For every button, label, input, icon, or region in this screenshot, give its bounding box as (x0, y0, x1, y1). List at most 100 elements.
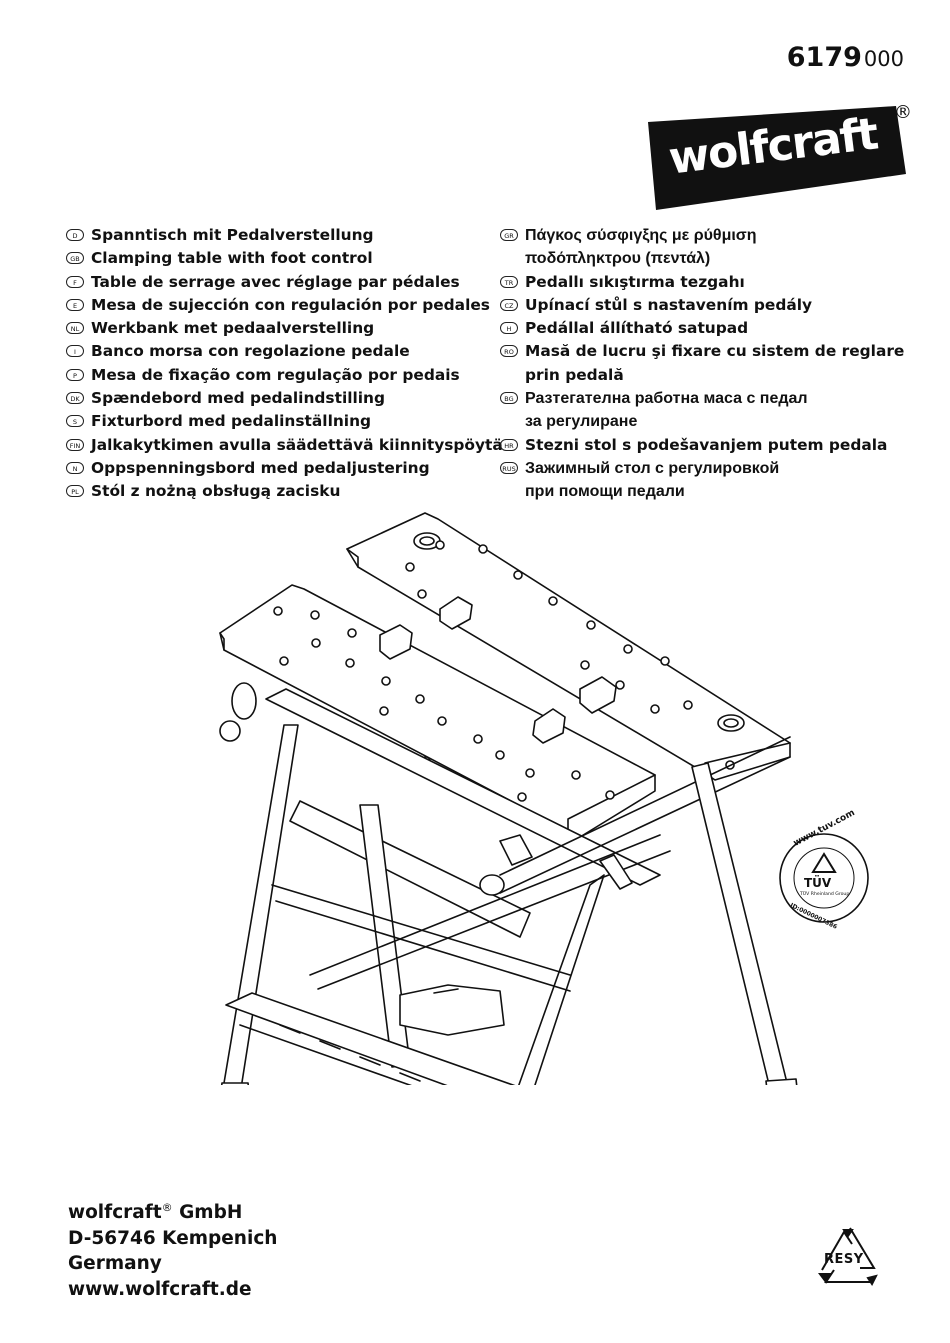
language-code-badge: PL (66, 485, 84, 498)
foot-pedal (225, 984, 516, 1085)
language-title-row: NL Werkbank met pedaalverstelling (66, 317, 486, 340)
language-title-row: GB Clamping table with foot control (66, 247, 486, 270)
language-title-line: Stezni stol s podešavanjem putem pedala (525, 435, 888, 454)
language-title-text: Fixturbord med pedalinställning (91, 410, 371, 433)
language-title-text: Stezni stol s podešavanjem putem pedala (525, 434, 887, 457)
language-code-badge: DK (66, 392, 84, 405)
language-code-badge: RO (500, 345, 518, 358)
language-title-line: Table de serrage avec réglage par pédale… (91, 272, 460, 291)
language-title-line: Stól z nożną obsługą zacisku (91, 482, 341, 501)
language-title-line: Pedállal állítható satupad (525, 319, 749, 338)
language-code-badge: P (66, 368, 84, 381)
language-code-badge: NL (66, 322, 84, 335)
handles (219, 682, 633, 896)
language-title-line: ποδόπληκτρου (πεντάλ) (525, 250, 711, 268)
language-title-line: Masă de lucru şi fixare cu sistem de reg… (525, 342, 905, 361)
language-title-text: Jalkakytkimen avulla säädettävä kiinnity… (91, 434, 503, 457)
language-title-row: D Spanntisch mit Pedalverstellung (66, 224, 486, 247)
language-title-text: Oppspenningsbord med pedaljustering (91, 457, 430, 480)
language-title-text: Clamping table with foot control (91, 247, 373, 270)
company-name: wolfcraft (68, 1202, 162, 1224)
language-title-text: Werkbank met pedaalverstelling (91, 317, 374, 340)
language-title-text: Spanntisch mit Pedalverstellung (91, 224, 374, 247)
language-title-line: Oppspenningsbord med pedaljustering (91, 458, 430, 477)
language-title-line: Pedallı sıkıştırma tezgahı (525, 272, 745, 291)
language-code-badge: TR (500, 275, 518, 288)
language-code-badge: GB (66, 252, 84, 265)
language-code-badge: CZ (500, 298, 518, 311)
model-number-main: 6179 (786, 42, 862, 73)
legs (220, 724, 798, 1085)
model-number: 6179000 (787, 42, 904, 73)
tuv-group: TÜV Rheinland Group (800, 892, 850, 897)
company-city: D-56746 Kempenich (68, 1227, 278, 1249)
language-title-row: S Fixturbord med pedalinställning (66, 410, 486, 433)
language-title-row: TR Pedallı sıkıştırma tezgahı (500, 271, 920, 294)
language-title-text: Stól z nożną obsługą zacisku (91, 480, 340, 503)
language-title-text: Masă de lucru şi fixare cu sistem de reg… (525, 340, 904, 387)
language-title-line: Mesa de fixação com regulação por pedais (91, 365, 460, 384)
company-website[interactable]: www.wolfcraft.de (68, 1278, 252, 1300)
language-code-badge: H (500, 322, 518, 335)
language-code-badge: FIN (66, 438, 84, 451)
language-title-text: Table de serrage avec réglage par pédale… (91, 271, 460, 294)
front-table-top (219, 584, 656, 838)
language-title-row: PL Stól z nożną obsługą zacisku (66, 480, 486, 503)
language-title-line: prin pedală (525, 365, 624, 384)
language-title-line: Jalkakytkimen avulla säädettävä kiinnity… (91, 435, 503, 454)
language-title-line: Fixturbord med pedalinställning (91, 412, 372, 431)
clamp-jaws (379, 596, 617, 744)
recycle-icon (818, 1227, 878, 1286)
resy-recycling-logo: RESY (812, 1222, 888, 1298)
language-title-text: Pedállal állítható satupad (525, 317, 748, 340)
language-title-text: Pedallı sıkıştırma tezgahı (525, 271, 745, 294)
language-title-row: FIN Jalkakytkimen avulla säädettävä kiinn… (66, 434, 503, 457)
language-code-badge: I (66, 345, 84, 358)
language-title-line: Spanntisch mit Pedalverstellung (91, 226, 374, 244)
language-code-badge: S (66, 415, 84, 428)
language-title-row: DK Spændebord med pedalindstilling (66, 387, 486, 410)
tuv-ring (779, 833, 869, 923)
company-address: wolfcraft® GmbH D-56746 Kempenich German… (68, 1195, 277, 1302)
language-title-row: P Mesa de fixação com regulação por pedai… (66, 364, 486, 387)
language-title-text: Mesa de fixação com regulação por pedais (91, 364, 460, 387)
language-title-line: Spændebord med pedalindstilling (91, 389, 386, 408)
language-title-line: Разтегателна работна маса с педал (525, 390, 808, 408)
language-code-badge: BG (500, 392, 518, 405)
language-title-line: за регулиране (525, 413, 638, 431)
language-code-badge: D (66, 229, 84, 241)
language-title-text: Spændebord med pedalindstilling (91, 387, 385, 410)
language-code-badge: RUS (500, 461, 518, 474)
language-title-row: HR Stezni stol s podešavanjem putem pedal… (500, 434, 920, 457)
language-code-badge: F (66, 275, 84, 288)
company-name-line: wolfcraft® GmbH (68, 1195, 277, 1226)
language-code-badge: E (66, 298, 84, 311)
company-country: Germany (68, 1253, 162, 1275)
tuv-certification-badge: www.tuv.com TÜV TÜV Rheinland Group ID:0… (778, 808, 870, 931)
brand-logo: wolfcraft ® (648, 102, 914, 210)
language-title-line: Upínací stůl s nastavením pedály (525, 295, 813, 314)
brand-registered-mark: ® (894, 102, 912, 123)
language-title-line: Зажимный стол с регулировкой (525, 459, 780, 477)
language-code-badge: GR (500, 229, 518, 241)
tuv-brand: TÜV (804, 876, 832, 890)
workbench-illustration (219, 512, 798, 1085)
language-title-row: CZ Upínací stůl s nastavením pedály (500, 294, 920, 317)
language-code-badge: HR (500, 438, 518, 451)
language-title-line: Banco morsa con regolazione pedale (91, 342, 410, 361)
resy-label: RESY (824, 1252, 864, 1267)
company-suffix: GmbH (179, 1202, 243, 1224)
language-title-text: Разтегателна работна маса с педал за регу… (525, 387, 808, 434)
language-title-line: Mesa de sujección con regulación por ped… (91, 295, 490, 314)
model-number-suffix: 000 (863, 47, 904, 71)
language-title-row: H Pedállal állítható satupad (500, 317, 920, 340)
language-title-row: BG Разтегателна работна маса с педал за ре… (500, 387, 920, 434)
company-reg-mark: ® (161, 1201, 173, 1214)
frame (265, 688, 791, 938)
language-title-text: Upínací stůl s nastavením pedály (525, 294, 812, 317)
